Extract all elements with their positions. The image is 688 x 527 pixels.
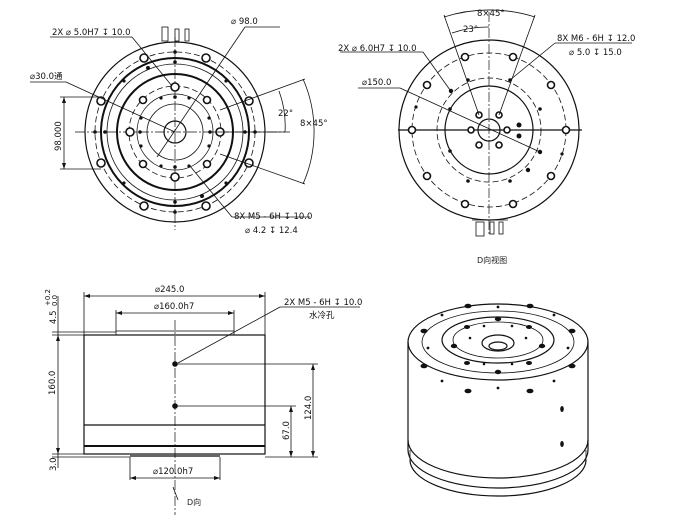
mid-bolt-holes	[125, 82, 225, 182]
side-tolerance-upper: +0.2	[44, 289, 52, 306]
small-holes	[93, 50, 257, 214]
front-bolt-height-label: 98.000	[54, 121, 64, 151]
rear-outer-holes	[407, 52, 571, 209]
top-spigot	[115, 330, 235, 336]
front-pin-holes-label: 2X ⌀ 5.0H7 ↧ 10.0	[52, 28, 131, 38]
rear-view: 8×45° 23° 2X ⌀ 6.0H7 ↧ 10.0 ⌀150.0 8X M6…	[338, 9, 635, 265]
side-outer-dia-label: ⌀245.0	[155, 285, 184, 295]
front-thread-label-1: 8X M5 - 6H ↧ 10.0	[234, 212, 312, 222]
front-through-hole-label: ⌀30.0通	[30, 71, 63, 82]
rear-angle-small-label: 23°	[463, 25, 478, 35]
side-top-spigot-height: 4.5	[49, 310, 59, 324]
side-body-height: 160.0	[48, 371, 58, 395]
connector-pin	[475, 221, 485, 237]
rear-pin-holes-label: 2X ⌀ 6.0H7 ↧ 10.0	[338, 44, 417, 54]
connector-pin	[161, 26, 169, 42]
connector-pin	[498, 221, 504, 235]
rear-flange-dia-label: ⌀150.0	[362, 78, 391, 88]
connector-pin	[174, 28, 180, 42]
outer-bolt-holes	[96, 53, 254, 211]
front-bore-dia-label: ⌀ 98.0	[231, 17, 258, 27]
rear-thread-label-1: 8X M6 - 6H ↧ 12.0	[557, 34, 635, 44]
rear-thread-label-2: ⌀ 5.0 ↧ 15.0	[569, 48, 622, 58]
rear-angle-pattern-label: 8×45°	[477, 9, 505, 19]
front-angle-pattern-label: 8×45°	[300, 119, 328, 129]
side-bottom-spigot-label: ⌀120.0h7	[153, 467, 193, 477]
side-upper-hole-height: 124.0	[304, 396, 314, 420]
rear-inner-holes	[467, 111, 511, 149]
side-bottom-spigot-height: 3.0	[49, 457, 59, 471]
rear-view-title: D向视图	[477, 255, 507, 265]
side-top-spigot-label: ⌀160.0h7	[154, 302, 194, 312]
iso-view	[407, 303, 589, 497]
front-angle-small-label: 22°	[278, 109, 293, 119]
connector-pin	[184, 28, 190, 42]
housing-body	[83, 334, 266, 455]
connector-pin	[489, 221, 495, 235]
front-thread-label-2: ⌀ 4.2 ↧ 12.4	[245, 226, 298, 236]
front-view: 2X ⌀ 5.0H7 ↧ 10.0 ⌀ 98.0 ⌀30.0通 98.000 2…	[30, 17, 328, 236]
side-tolerance-lower: 0.0	[51, 295, 59, 306]
side-lower-hole-height: 67.0	[282, 421, 292, 440]
iso-holes	[420, 303, 576, 447]
side-view: ⌀245.0 ⌀160.0h7 ⌀120.0h7 4.5 +0.2 0.0 16…	[44, 285, 362, 515]
side-view-direction: D向	[187, 497, 201, 507]
side-cooling-label-1: 2X M5 - 6H ↧ 10.0	[284, 298, 362, 308]
side-cooling-label-2: 水冷孔	[309, 310, 335, 321]
